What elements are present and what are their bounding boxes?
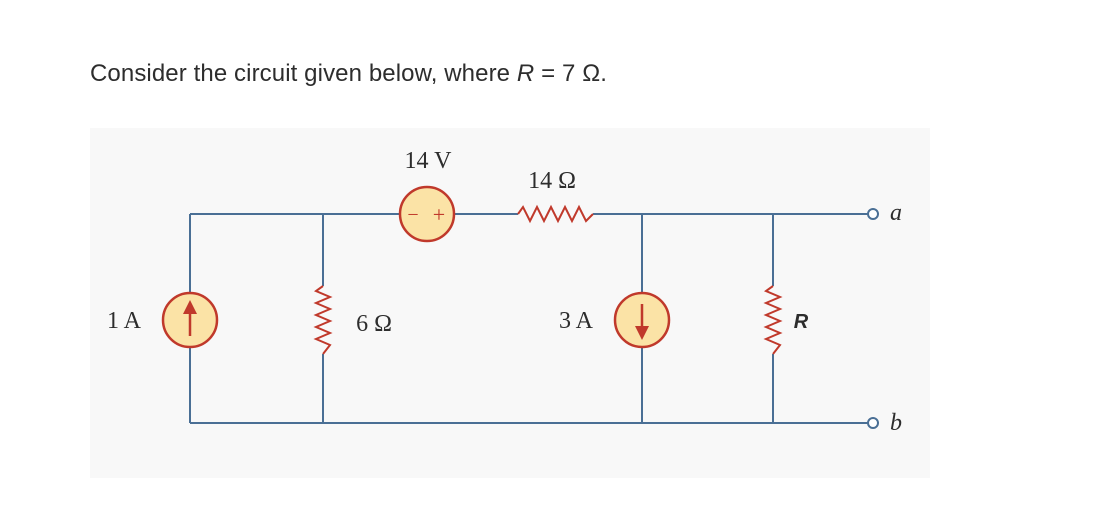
- terminal-a-node: [867, 208, 879, 220]
- label-terminal-b: b: [890, 410, 902, 436]
- label-14v: 14 V: [405, 148, 453, 174]
- voltage-source-minus: −: [407, 204, 418, 226]
- current-source-1a: [161, 291, 219, 349]
- current-source-3a: [613, 291, 671, 349]
- label-14-ohm: 14 Ω: [528, 168, 576, 194]
- circuit-diagram: − + 1 A 6 Ω 14 V 14 Ω 3 A R a b: [107, 148, 902, 436]
- resistor-r: [763, 285, 783, 355]
- question-prefix: Consider the circuit given below, where: [90, 60, 517, 87]
- question-value: 7 Ω.: [561, 60, 608, 87]
- arrow-down-head-icon: [635, 326, 649, 340]
- resistor-14-ohm: [517, 204, 594, 224]
- label-terminal-a: a: [890, 200, 902, 226]
- label-r: R: [794, 311, 809, 333]
- question-variable: R: [516, 60, 535, 87]
- wires: [189, 213, 868, 424]
- question-text: Consider the circuit given below, where …: [90, 60, 607, 88]
- question-equals: =: [534, 60, 562, 87]
- label-3a: 3 A: [559, 308, 594, 334]
- label-6-ohm: 6 Ω: [356, 311, 392, 337]
- terminal-b-node: [867, 417, 879, 429]
- arrow-up-head-icon: [183, 300, 197, 314]
- label-1a: 1 A: [107, 308, 142, 334]
- voltage-source-plus: +: [433, 202, 445, 227]
- resistor-6-ohm: [313, 285, 333, 355]
- voltage-source-14v: − +: [398, 185, 456, 243]
- circuit-figure: − + 1 A 6 Ω 14 V 14 Ω 3 A R a b: [90, 128, 930, 478]
